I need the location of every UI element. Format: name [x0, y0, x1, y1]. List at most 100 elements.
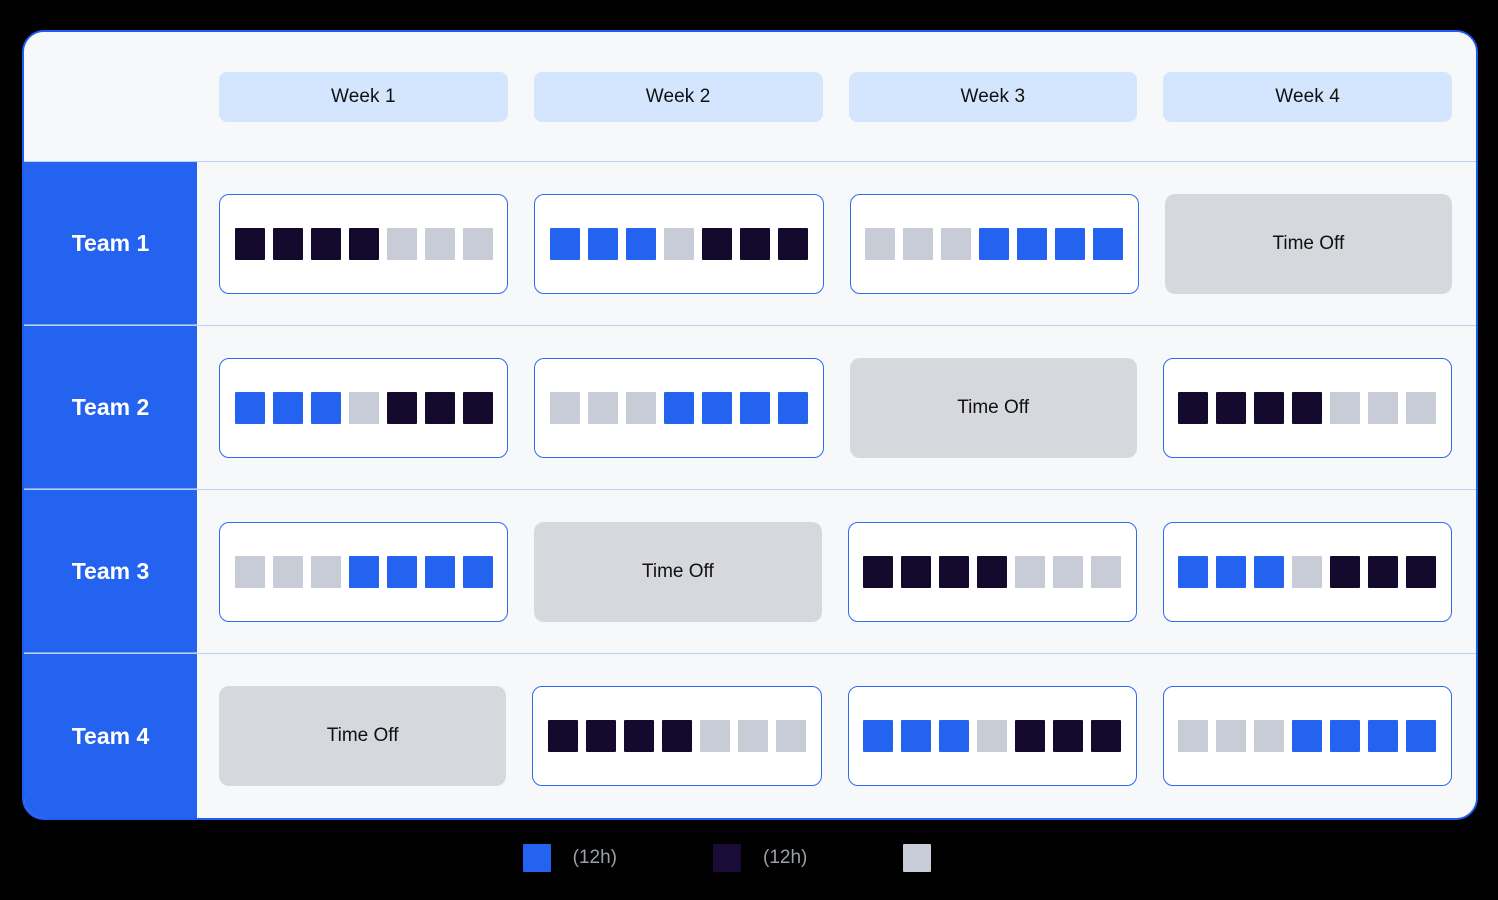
time-off-cell[interactable]: Time Off — [219, 686, 507, 786]
shift-chip-off — [1053, 555, 1084, 588]
shift-chip-night — [1216, 391, 1247, 424]
shift-chip-night — [701, 227, 732, 260]
shift-cell[interactable] — [219, 193, 509, 294]
shift-chip-day — [739, 391, 770, 424]
time-off-cell[interactable]: Time Off — [534, 521, 822, 622]
shift-chip-row — [234, 555, 493, 588]
legend: (12h) (12h) — [0, 832, 1498, 884]
shift-cell[interactable] — [219, 357, 509, 458]
shift-chip-day — [587, 227, 618, 260]
shift-chip-row — [863, 720, 1122, 752]
week-cell-list: Time Off — [197, 490, 1476, 653]
shift-chip-night — [739, 227, 770, 260]
shift-chip-day — [1055, 227, 1086, 260]
shift-chip-off — [234, 555, 265, 588]
shift-chip-day — [462, 555, 493, 588]
team-label-2[interactable]: Team 2 — [24, 326, 197, 489]
time-off-cell[interactable]: Time Off — [1164, 193, 1452, 294]
shift-cell[interactable] — [219, 521, 509, 622]
shift-chip-row — [1178, 720, 1437, 752]
shift-chip-night — [1368, 555, 1399, 588]
shift-chip-off — [272, 555, 303, 588]
shift-chip-day — [1254, 555, 1285, 588]
shift-cell[interactable] — [1162, 357, 1452, 458]
shift-chip-night — [661, 720, 692, 752]
week-pill-list: Week 1 Week 2 Week 3 Week 4 — [197, 32, 1476, 161]
week-pill-1[interactable]: Week 1 — [219, 71, 508, 122]
shift-chip-day — [901, 720, 932, 752]
shift-chip-day — [310, 391, 341, 424]
shift-chip-night — [1254, 391, 1285, 424]
shift-chip-day — [863, 720, 894, 752]
shift-cell[interactable] — [847, 686, 1137, 786]
shift-chip-night — [1178, 391, 1209, 424]
shift-cell[interactable] — [1162, 686, 1452, 786]
week-pill-3[interactable]: Week 3 — [848, 71, 1138, 122]
legend-item-night: (12h) — [713, 844, 829, 872]
shift-chip-night — [1091, 720, 1122, 752]
shift-chip-off — [1330, 391, 1361, 424]
shift-chip-off — [1216, 720, 1247, 752]
shift-chip-row — [234, 227, 493, 260]
week-pill-4[interactable]: Week 4 — [1163, 71, 1452, 122]
shift-chip-night — [863, 555, 894, 588]
shift-chip-night — [977, 555, 1008, 588]
shift-cell[interactable] — [847, 521, 1137, 622]
legend-label-day: (12h) — [572, 847, 617, 868]
shift-chip-off — [1254, 720, 1285, 752]
shift-chip-row — [1178, 391, 1437, 424]
legend-item-off — [903, 844, 975, 872]
shift-chip-row — [549, 227, 808, 260]
team-row: Team 3 Time Off — [24, 490, 1476, 654]
shift-chip-day — [663, 391, 694, 424]
legend-swatch-night-icon — [713, 844, 741, 872]
shift-chip-row — [863, 555, 1122, 588]
team-row: Team 2 Time Off — [24, 326, 1476, 490]
shift-cell[interactable] — [534, 193, 824, 294]
shift-chip-night — [939, 555, 970, 588]
shift-chip-day — [979, 227, 1010, 260]
week-cell-list: Time Off — [197, 654, 1476, 818]
shift-chip-off — [941, 227, 972, 260]
shift-chip-night — [424, 391, 455, 424]
shift-cell[interactable] — [1162, 521, 1452, 622]
shift-chip-day — [1216, 555, 1247, 588]
shift-chip-day — [625, 227, 656, 260]
shift-chip-off — [1178, 720, 1209, 752]
shift-chip-off — [865, 227, 896, 260]
shift-chip-off — [1091, 555, 1122, 588]
shift-cell[interactable] — [532, 686, 822, 786]
week-cell-list: Time Off — [197, 162, 1476, 325]
shift-chip-night — [1053, 720, 1084, 752]
shift-chip-day — [424, 555, 455, 588]
shift-chip-night — [272, 227, 303, 260]
shift-chip-night — [310, 227, 341, 260]
shift-chip-day — [701, 391, 732, 424]
shift-chip-night — [585, 720, 616, 752]
team-label-4[interactable]: Team 4 — [24, 654, 197, 818]
team-row: Team 1 Time Off — [24, 162, 1476, 326]
shift-cell[interactable] — [534, 357, 824, 458]
shift-chip-day — [1292, 720, 1323, 752]
team-label-3[interactable]: Team 3 — [24, 490, 197, 653]
shift-chip-off — [903, 227, 934, 260]
shift-chip-day — [1368, 720, 1399, 752]
shift-chip-night — [623, 720, 654, 752]
legend-swatch-off-icon — [903, 844, 932, 872]
shift-chip-row — [547, 720, 806, 752]
legend-label-night: (12h) — [763, 847, 808, 868]
time-off-cell[interactable]: Time Off — [849, 357, 1137, 458]
shift-cell[interactable] — [849, 193, 1139, 294]
shift-chip-off — [1368, 391, 1399, 424]
shift-chip-day — [272, 391, 303, 424]
shift-chip-off — [587, 391, 618, 424]
shift-chip-off — [699, 720, 730, 752]
shift-chip-off — [424, 227, 455, 260]
week-pill-2[interactable]: Week 2 — [533, 71, 823, 122]
team-label-1[interactable]: Team 1 — [24, 162, 197, 325]
shift-chip-night — [1330, 555, 1361, 588]
shift-chip-row — [549, 391, 808, 424]
legend-item-day: (12h) — [522, 844, 639, 872]
